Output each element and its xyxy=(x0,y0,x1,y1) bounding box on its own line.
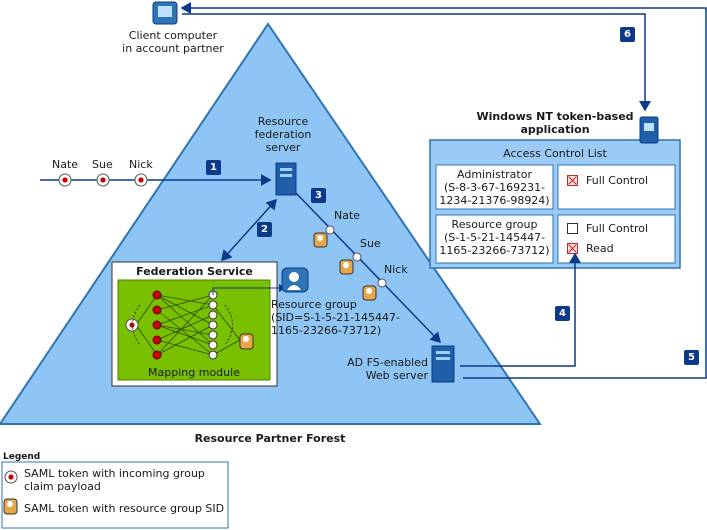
nt-app-title: Windows NT token-based application xyxy=(470,110,640,136)
fed-server-line1: Resource xyxy=(257,115,309,128)
nt-app-shape xyxy=(639,116,659,144)
unchecked-box-icon xyxy=(567,222,578,234)
step-6-badge: 6 xyxy=(620,27,635,42)
token-sue-label: Sue xyxy=(360,237,381,250)
arrow-resource-group-link xyxy=(212,284,286,295)
acl-admin-entry: Administrator (S-8-3-67-169231- 1234-213… xyxy=(436,168,553,207)
resource-group-line1: Resource group xyxy=(271,298,357,311)
token-nick-label: Nick xyxy=(384,263,408,276)
step-5-badge: 5 xyxy=(684,350,699,365)
checked-box-icon xyxy=(567,174,578,186)
web-server-line1: AD FS-enabled xyxy=(347,356,428,369)
sid-tokens xyxy=(325,225,387,288)
client-label: Client computer in account partner xyxy=(118,29,228,55)
arrow-5 xyxy=(180,2,707,379)
user-sue-label: Sue xyxy=(92,158,113,171)
mapping-output-user-icon xyxy=(239,333,254,350)
legend-item-2: SAML token with resource group SID xyxy=(24,502,225,515)
forest-label: Resource Partner Forest xyxy=(194,432,346,445)
acl-admin-perm-box xyxy=(557,164,676,210)
mapping-network xyxy=(135,294,241,356)
resource-group-label: Resource group (SID=S-1-5-21-145447- 116… xyxy=(271,298,400,337)
arrow-2 xyxy=(220,198,278,262)
resource-group-icon-shape xyxy=(281,267,309,293)
legend-user-token-icon xyxy=(3,498,18,515)
perm-label: Full Control xyxy=(586,222,649,235)
acl-group-sid-line1: (S-1-5-21-145447- xyxy=(443,231,546,244)
arrow-3 xyxy=(294,191,442,344)
step-3-badge: 3 xyxy=(311,188,326,203)
sid-user-icons xyxy=(313,232,377,301)
acl-admin-sid-line2: 1234-21376-98924) xyxy=(439,194,550,207)
web-server-label: AD FS-enabled Web server xyxy=(346,356,428,382)
nt-app-title-line2: application xyxy=(520,123,590,136)
federation-server-label: Resource federation server xyxy=(243,115,323,154)
arrow-4 xyxy=(460,252,581,367)
legend-title: Legend xyxy=(3,452,41,462)
acl-admin-name: Administrator xyxy=(457,168,532,181)
checked-box-icon xyxy=(567,242,578,254)
perm-label: Full Control xyxy=(586,174,649,187)
mapping-module-label: Mapping module xyxy=(148,366,240,379)
resource-group-line2: (SID=S-1-5-21-145447- xyxy=(271,311,401,324)
step-1-badge: 1 xyxy=(206,160,221,175)
acl-group-perm-read: Read xyxy=(567,242,614,255)
fed-server-line2: federation xyxy=(254,128,312,141)
acl-admin-perm-full-control: Full Control xyxy=(567,174,648,187)
acl-group-sid-line2: 1165-23266-73712) xyxy=(439,244,550,257)
resource-group-line3: 1165-23266-73712) xyxy=(271,324,382,337)
client-computer-shape xyxy=(152,1,178,25)
legend-box xyxy=(1,461,229,529)
federation-service-title: Federation Service xyxy=(136,265,253,278)
acl-group-name-box xyxy=(435,214,554,264)
mapping-module-area xyxy=(117,279,271,381)
perm-label: Read xyxy=(586,242,614,255)
acl-admin-name-box xyxy=(435,164,554,210)
fed-server-line3: server xyxy=(265,141,301,154)
step-2-badge: 2 xyxy=(257,222,272,237)
nt-app-title-line1: Windows NT token-based xyxy=(476,110,634,123)
acl-admin-sid-line1: (S-8-3-67-169231- xyxy=(443,181,546,194)
acl-group-perm-full-control: Full Control xyxy=(567,222,648,235)
client-label-line1: Client computer xyxy=(128,29,218,42)
legend-item-1-line1: SAML token with incoming group xyxy=(24,467,205,480)
web-server-line2: Web server xyxy=(365,369,428,382)
legend-item-1: SAML token with incoming group claim pay… xyxy=(24,467,205,493)
legend-red-token-icon xyxy=(4,470,18,484)
web-server-shape xyxy=(431,345,455,383)
mapping-input-nodes xyxy=(152,290,162,360)
user-nate-label: Nate xyxy=(52,158,79,171)
token-nate-label: Nate xyxy=(334,209,361,222)
mapping-output-nodes xyxy=(208,290,218,360)
legend-item-1-line2: claim payload xyxy=(24,480,101,493)
user-tokens xyxy=(58,173,148,187)
acl-title: Access Control List xyxy=(503,147,607,160)
user-nick-label: Nick xyxy=(129,158,153,171)
federation-server-shape xyxy=(275,162,297,196)
step-4-badge: 4 xyxy=(555,306,570,321)
acl-group-entry: Resource group (S-1-5-21-145447- 1165-23… xyxy=(436,218,553,257)
acl-group-name: Resource group xyxy=(451,218,538,231)
arrow-6 xyxy=(182,13,651,112)
client-label-line2: in account partner xyxy=(122,42,224,55)
